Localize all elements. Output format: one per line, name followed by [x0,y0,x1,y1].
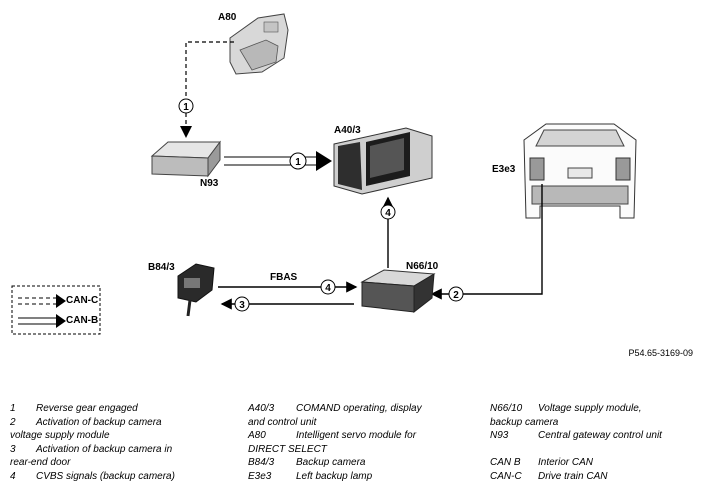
signal-marker-1a: 1 [178,98,194,114]
signal-marker-4a: 4 [380,204,396,220]
signal-marker-4b: 4 [320,279,336,295]
legend-row: and control unit [248,416,317,428]
label-can-b: CAN-B [66,315,99,326]
can-legend-symbols [11,285,101,335]
label-fbas: FBAS [270,272,298,283]
label-a40-3: A40/3 [334,125,361,136]
signal-marker-1b: 1 [289,152,307,170]
svg-text:4: 4 [325,283,331,294]
signal-marker-3: 3 [234,296,250,312]
legend-row: voltage supply module [10,430,110,441]
legend-row: rear-end door [10,457,71,468]
svg-text:4: 4 [385,208,391,219]
line-e3e3-n66 [430,184,543,300]
figure-reference: P54.65-3169-09 [628,348,693,358]
svg-text:3: 3 [239,300,245,311]
a40-3-unit-image [333,127,433,195]
a80-module-image [229,13,289,75]
legend-row: DIRECT SELECT [248,443,327,455]
label-e3e3: E3e3 [492,164,516,175]
label-n93: N93 [200,178,219,189]
can-c-line-a80-n93 [185,41,234,132]
label-n66-10: N66/10 [406,261,439,272]
legend-row: backup camera [490,416,559,428]
label-b84-3: B84/3 [148,262,175,273]
vehicle-rear-image [523,123,637,219]
svg-text:1: 1 [295,157,301,168]
n93-module-image [150,140,221,178]
b84-3-camera-image [177,263,215,317]
svg-text:1: 1 [183,102,189,113]
label-a80: A80 [218,12,237,23]
can-b-line-n93-a40 [224,151,332,171]
legend-row [490,443,662,457]
signal-marker-2: 2 [448,286,464,302]
n66-10-module-image [360,269,436,314]
svg-text:2: 2 [453,290,459,301]
label-can-c: CAN-C [66,295,99,306]
wiring-diagram: 1 1 4 4 2 3 [11,13,637,335]
